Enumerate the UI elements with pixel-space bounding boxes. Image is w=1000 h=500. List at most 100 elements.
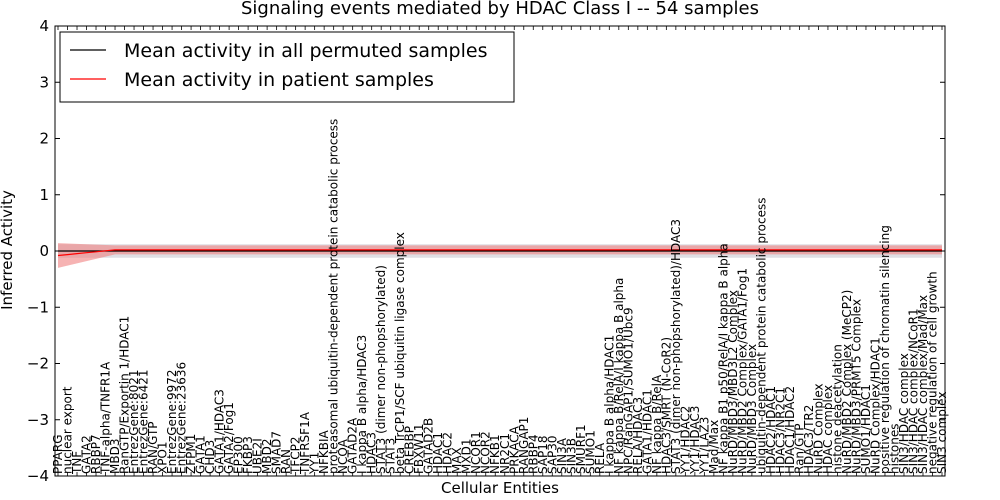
x-tick-label: SMAD7 <box>270 431 284 474</box>
x-tick-label: SMURF1 <box>574 424 588 474</box>
y-tick-label: −2 <box>27 355 49 373</box>
x-tick-label: SUMO1 <box>583 430 597 474</box>
x-tick-label: MBD3 <box>108 439 122 474</box>
y-tick-label: 2 <box>39 130 49 148</box>
y-tick-label: −3 <box>27 411 49 429</box>
x-tick-label: SAP18 <box>536 435 550 474</box>
x-tick-label: EntrezGene:8021 <box>127 370 141 475</box>
x-tick-label: NF kappa B/RelA/I kappa B alpha <box>612 278 626 474</box>
x-tick-label: NPC/RanGAP1/SUMO1/Ubc9 <box>621 307 635 474</box>
patient-mean-line <box>57 249 942 257</box>
x-tick-label: NFKB1 <box>488 434 502 474</box>
x-tick-label: HDAC3/NR2C1 <box>773 387 787 474</box>
x-tick-label: HDAC complex <box>821 385 835 474</box>
x-tick-label: STAT3 (dimer non-phopshorylated)/HDAC3 <box>669 219 683 474</box>
x-tick-label: NuRD Complex/HDAC1 <box>868 337 882 474</box>
legend: Mean activity in all permuted samples Me… <box>59 31 515 103</box>
x-tick-label: TNF <box>70 451 84 475</box>
x-tick-label: RBBP7 <box>89 434 103 474</box>
x-tick-label: SIN3A <box>555 437 569 474</box>
y-tick-label: −1 <box>27 298 49 316</box>
x-tick-label: EntrezGene:6421 <box>137 370 151 475</box>
x-tick-label: RBBP4 <box>526 434 540 474</box>
x-tick-label: NFKBIA <box>317 429 331 474</box>
x-tick-label: YY1/LAZ3 <box>697 417 711 475</box>
y-tick-label: 4 <box>39 17 49 35</box>
x-tick-label: SIN3/HDAC complex/NCoR1 <box>906 308 920 474</box>
x-tick-label: RANGAP1 <box>517 417 531 474</box>
x-tick-label: GATAD2B <box>422 418 436 474</box>
x-tick-label: NR2C1 <box>498 433 512 474</box>
x-tick-label: RELA/HDAC3 <box>631 397 645 474</box>
x-tick-label: SIN3/HDAC complex <box>897 353 911 474</box>
x-tick-label: NuRD/MBD3 Complex <box>745 344 759 474</box>
x-tick-label: HDAC1/HDAC2 <box>783 386 797 474</box>
x-tick-label: NuRD Complex <box>811 383 825 474</box>
x-tick-label: NCOR1 <box>469 431 483 474</box>
x-tick-label: MAX <box>450 447 464 474</box>
legend-label-patient: Mean activity in patient samples <box>124 69 434 91</box>
x-tick-label: Mad/Max <box>707 420 721 474</box>
x-tick-label: ZFPM1 <box>184 434 198 474</box>
y-tick-label: 0 <box>39 242 49 260</box>
x-tick-label: RAN/GTP <box>146 421 160 474</box>
x-tick-label: NCOA <box>336 438 350 474</box>
legend-label-permuted: Mean activity in all permuted samples <box>124 40 487 62</box>
x-tick-label: GATA2/Fog1 <box>222 402 236 474</box>
x-tick-label: YY1 <box>308 452 322 475</box>
x-tick-label: NF kappa B/RelA <box>650 374 664 474</box>
x-tick-label: nuclear export <box>61 386 75 474</box>
x-tick-label: NuRD/MBD2 Complex/GATA1/Fog1 <box>735 268 749 474</box>
x-tick-label: EntrezGene:9972 <box>165 370 179 475</box>
x-tick-label: SUMO1/HDAC1 <box>859 384 873 474</box>
x-tick-label: RanGTP/Exportin 1/HDAC1 <box>118 316 132 474</box>
x-tick-label: GATA1/HDAC3 <box>213 389 227 474</box>
x-tick-label: SIN3 complex <box>935 392 949 474</box>
x-tick-label: HDAC3/TR2 <box>802 405 816 474</box>
x-tick-label: ubiquitin-dependent protein catabolic pr… <box>754 198 768 474</box>
x-tick-label: HDAC3 <box>365 432 379 474</box>
x-tick-label: HDAC2 <box>441 432 455 474</box>
x-tick-label: negative regulation of cell growth <box>925 271 939 474</box>
x-tick-label: TNF-alpha/TNFR1A <box>99 361 113 475</box>
x-tick-label: NCOR2 <box>479 431 493 474</box>
y-tick-label: 1 <box>39 186 49 204</box>
series-lines <box>57 249 942 257</box>
x-tick-label: RELA <box>593 442 607 474</box>
x-tick-label: HDAC3/SMRT (N-CoR2) <box>659 337 673 474</box>
x-tick-label: MXD1 <box>460 439 474 474</box>
x-tick-label: HDAC1 <box>431 432 445 474</box>
x-tick-label: histone deacetylation <box>830 344 844 474</box>
x-tick-label: histones <box>887 424 901 474</box>
x-tick-label: RAN <box>279 449 293 474</box>
x-tick-label: FKBP3 <box>241 436 255 474</box>
x-tick-label: TFCP2 <box>289 437 303 475</box>
x-tick-label: EP300 <box>232 436 246 474</box>
y-tick-label: −4 <box>27 467 49 485</box>
x-tick-label: HDAC2/HDAC1 <box>764 386 778 474</box>
x-tick-label: GATA2 <box>80 435 94 474</box>
x-tick-label: SIN3B <box>564 438 578 474</box>
legend-box <box>59 31 515 103</box>
x-tick-label: Ran/GTP <box>792 423 806 474</box>
x-tick-label: CREBBP <box>403 426 417 474</box>
x-tick-label: XPO1 <box>156 441 170 474</box>
x-tick-label: YY1/HDAC2 <box>678 406 692 475</box>
x-tick-label: STAT3 <box>384 438 398 474</box>
x-tick-label: SIN3/HDAC complex/Mad/Max <box>916 295 930 474</box>
x-tick-label: YY1/HDAC3 <box>688 406 702 475</box>
y-axis-label: Inferred Activity <box>0 190 16 310</box>
chart-title: Signaling events mediated by HDAC Class … <box>241 0 759 19</box>
confidence-bands <box>58 243 942 268</box>
x-tick-label: PRKACA <box>507 425 521 474</box>
x-tick-label: beta TrCP1/SCF ubiquitin ligase complex <box>393 232 407 474</box>
x-tick-label: EntrezGene:23636 <box>175 362 189 474</box>
x-tick-label: CHD3 <box>203 440 217 474</box>
x-tick-label: TNFRSF1A <box>298 411 312 475</box>
x-tick-label: NuRD/MBD2 Complex (MeCP2) <box>840 290 854 474</box>
x-tick-label: positive regulation of chromatin silenci… <box>878 225 892 474</box>
x-tick-label: proteasomal ubiquitin-dependent protein … <box>327 119 341 474</box>
